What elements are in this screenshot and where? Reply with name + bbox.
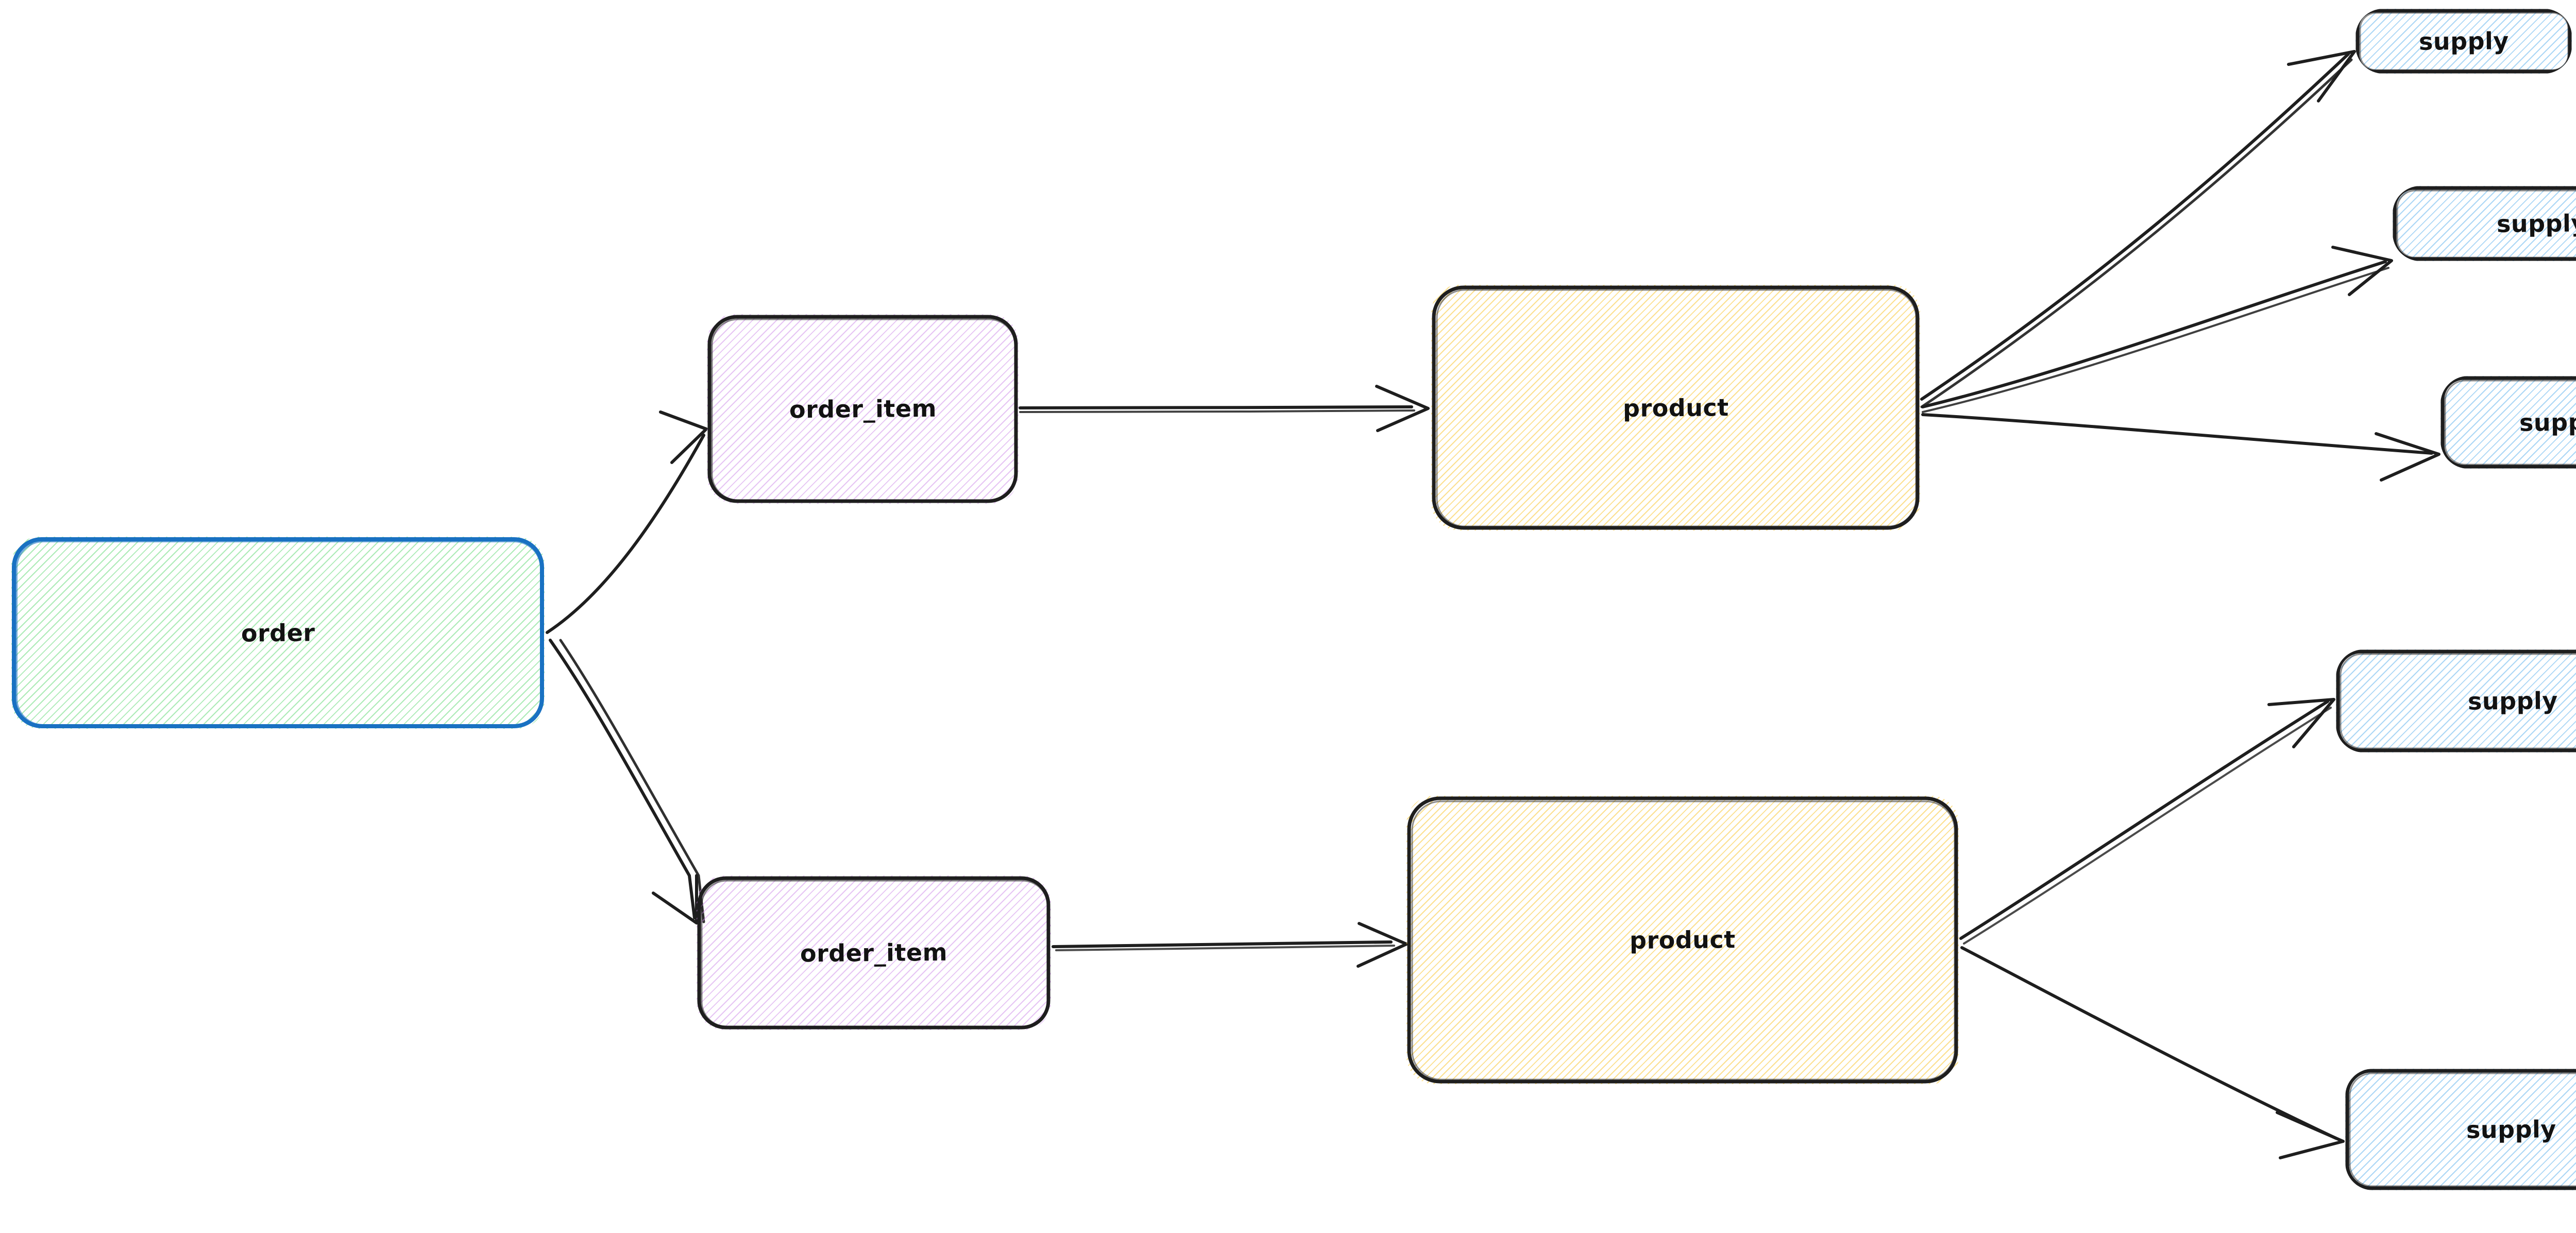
node-label: supply [2418,27,2509,56]
node-label: supply [2467,687,2558,715]
node-supply-3[interactable]: supply [2441,376,2576,469]
edge-order-to-order_item-top[interactable] [546,410,708,634]
node-order-item-top[interactable]: order_item [707,314,1019,504]
edge-order_item-to-product-bottom[interactable] [1052,922,1408,968]
node-label: supply [2496,209,2576,238]
node-label: supply [2466,1115,2557,1144]
edge-product-to-supply-5[interactable] [1960,946,2345,1159]
edge-product-to-supply-3[interactable] [1921,413,2441,482]
node-product-top[interactable]: product [1431,285,1920,530]
node-supply-5[interactable]: supply [2345,1069,2576,1190]
node-label: product [1629,926,1736,954]
node-order[interactable]: order [11,537,545,729]
node-supply-1[interactable]: supply [2355,9,2572,74]
edge-product-to-supply-2[interactable] [1921,246,2393,413]
node-label: order_item [800,938,948,968]
node-label: supply [2519,408,2576,437]
node-label: order [241,618,315,647]
node-order-item-bottom[interactable]: order_item [697,876,1051,1030]
node-label: order_item [789,394,937,424]
edge-order_item-to-product-top[interactable] [1019,385,1430,432]
edge-order-to-order_item-bottom[interactable] [549,639,705,924]
node-supply-4[interactable]: supply [2336,649,2576,752]
edge-product-to-supply-4[interactable] [1959,698,2335,945]
node-supply-2[interactable]: supply [2393,186,2576,261]
node-product-bottom[interactable]: product [1406,796,1959,1084]
node-label: product [1622,393,1729,422]
edge-product-to-supply-1[interactable] [1920,50,2356,408]
